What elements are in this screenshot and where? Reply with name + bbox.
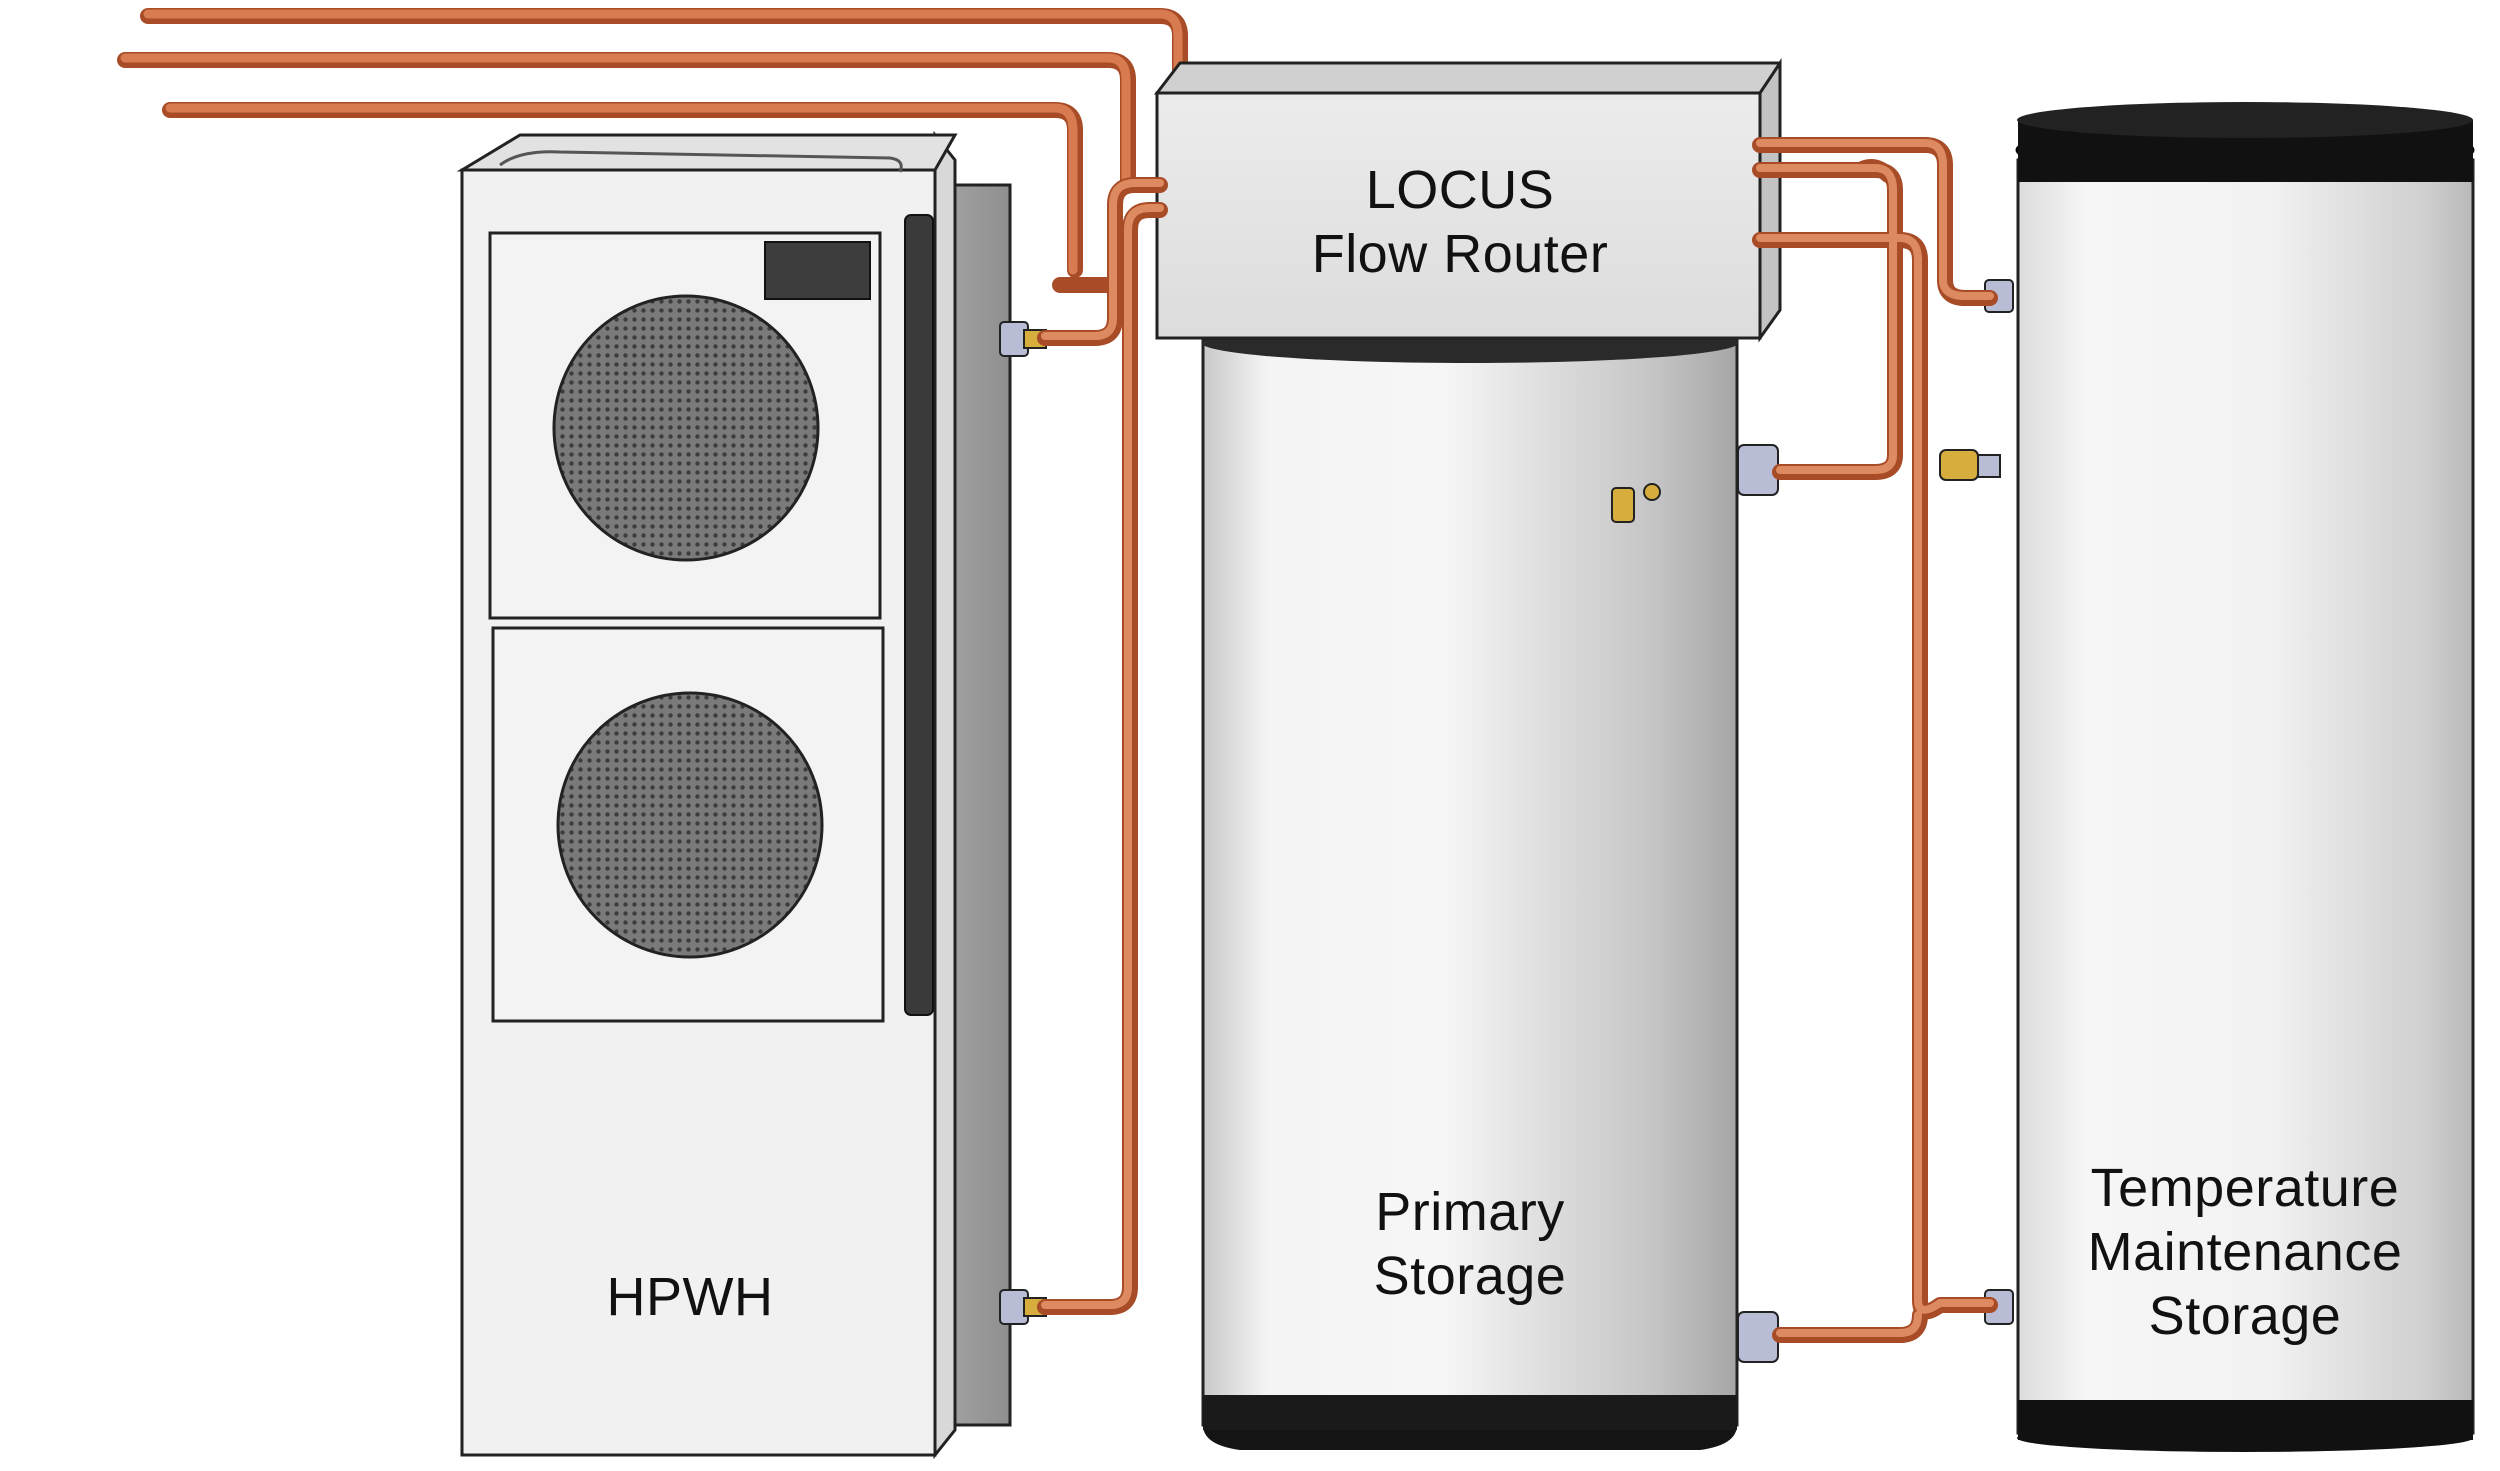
primary-label-line1: Primary: [1375, 1182, 1565, 1242]
primary-storage-tank: [1201, 323, 1779, 1450]
fan-grille-icon: [556, 691, 824, 959]
router-label-line2: Flow Router: [1311, 224, 1609, 284]
flow-router-box: [1153, 58, 1782, 343]
copper-supply-lines: [117, 8, 1188, 278]
primary-label-line2: Storage: [1373, 1246, 1567, 1306]
temp-label-line3: Storage: [2148, 1286, 2342, 1346]
hpwh-unit: [456, 130, 1047, 1460]
pipe-fitting-icon: [1737, 444, 1779, 1363]
temp-label-line1: Temperature: [2090, 1158, 2400, 1218]
temperature-maintenance-tank: [1939, 102, 2475, 1452]
fan-grille-icon: [552, 294, 820, 562]
copper-piping: [1037, 137, 1998, 1343]
router-label-line1: LOCUS: [1365, 160, 1555, 220]
router-label: LOCUS Flow Router: [1190, 158, 1730, 286]
relief-valve-icon: [1611, 483, 1661, 523]
control-display-icon: [764, 241, 871, 300]
hpwh-label-text: HPWH: [606, 1267, 774, 1327]
relief-valve-icon: [1939, 449, 2001, 481]
hpwh-label: HPWH: [480, 1265, 900, 1329]
temperature-maintenance-label: Temperature Maintenance Storage: [2030, 1156, 2460, 1348]
pipe-fitting-icon: [1984, 279, 2014, 1325]
temp-label-line2: Maintenance: [2087, 1222, 2403, 1282]
primary-storage-label: Primary Storage: [1230, 1180, 1710, 1308]
